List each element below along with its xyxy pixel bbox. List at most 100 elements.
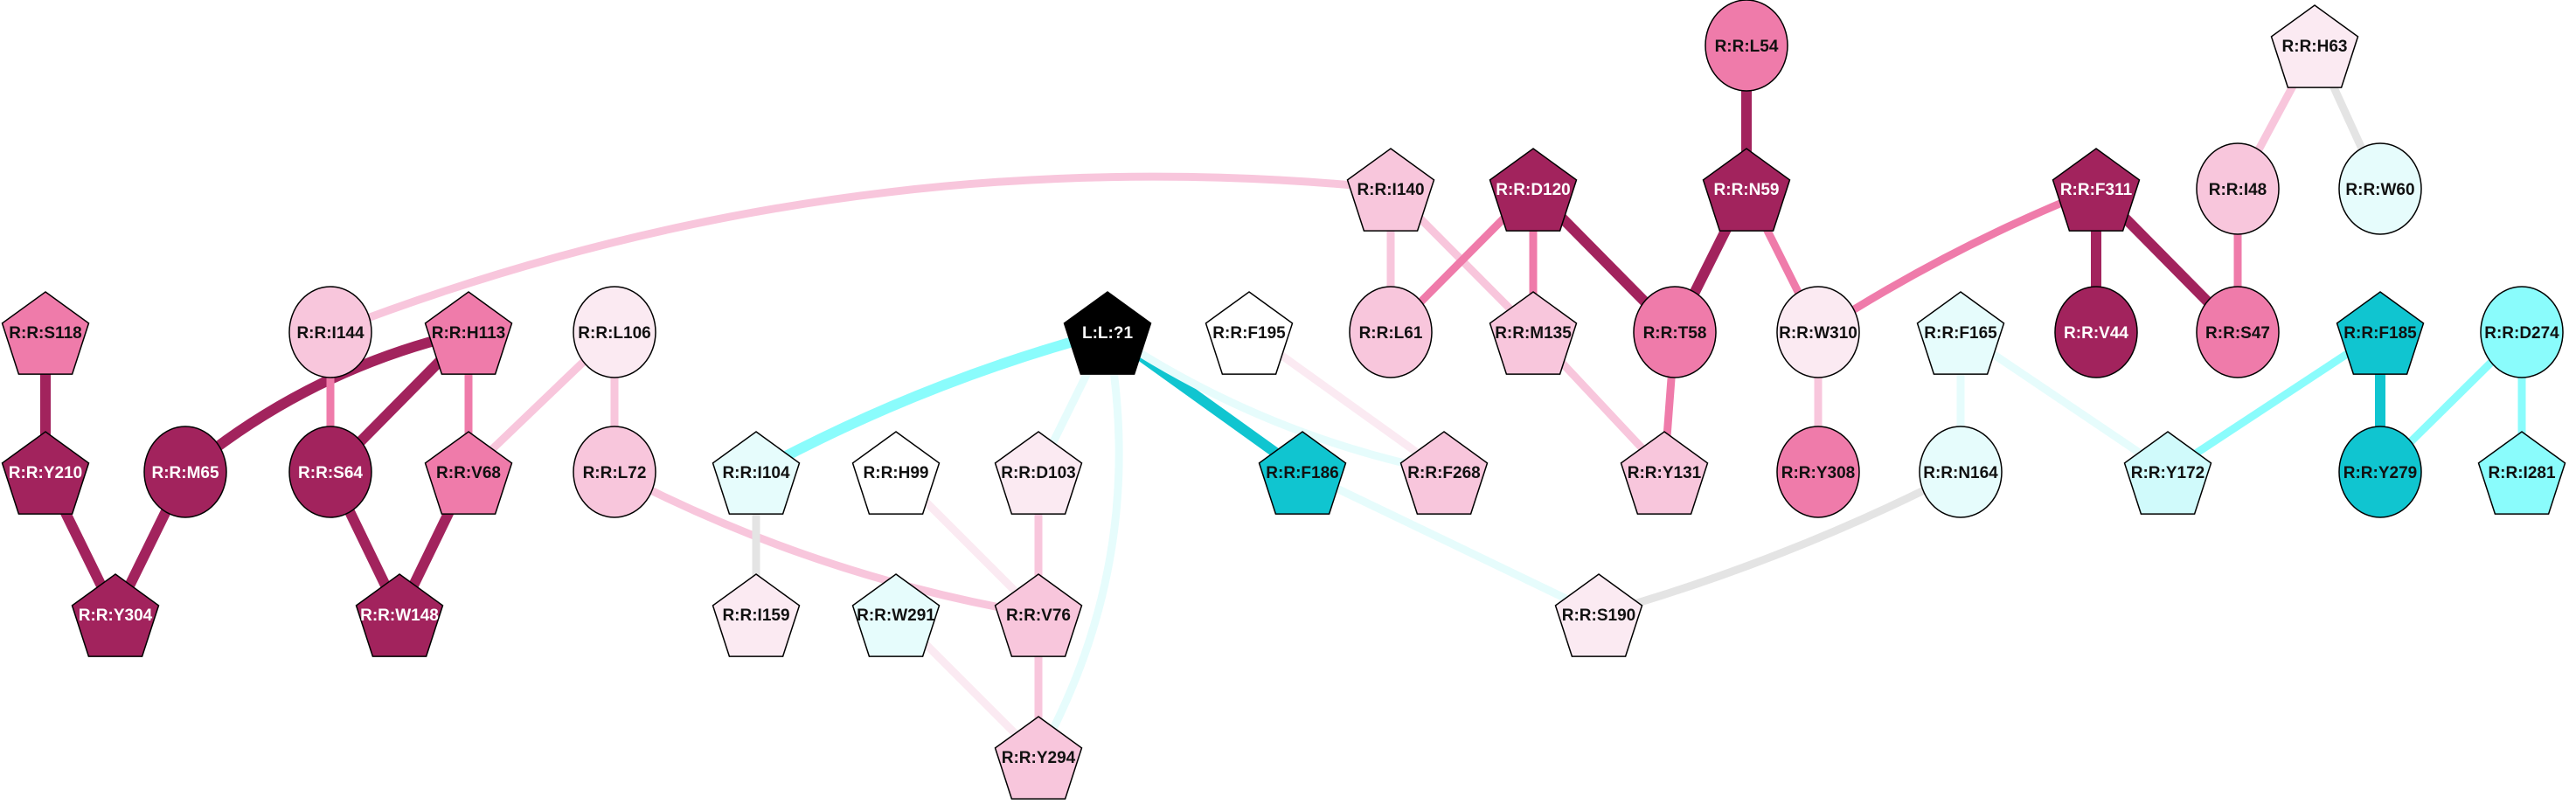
node-label: R:R:M135 (1495, 324, 1572, 343)
node-r-r-m65[interactable]: R:R:M65 (143, 426, 227, 518)
node-r-r-y210[interactable]: R:R:Y210 (1, 431, 90, 515)
node-r-r-t58[interactable]: R:R:T58 (1633, 286, 1717, 378)
node-pentagon-shape (2336, 291, 2425, 375)
node-label: R:R:D274 (2484, 324, 2559, 343)
node-r-r-l72[interactable]: R:R:L72 (573, 426, 656, 518)
node-label: R:R:W310 (1779, 324, 1857, 343)
node-label: R:R:S190 (1562, 606, 1635, 625)
node-label: R:R:M65 (151, 464, 219, 482)
node-r-r-s47[interactable]: R:R:S47 (2196, 286, 2280, 378)
node-pentagon-shape (712, 431, 801, 515)
node-label: R:R:S118 (9, 324, 81, 343)
node-label: R:R:D120 (1496, 181, 1571, 199)
node-label: R:R:H63 (2282, 38, 2348, 56)
edge-l-l-1-r-r-f268 (1105, 329, 1445, 476)
node-r-r-s118[interactable]: R:R:S118 (1, 291, 90, 375)
edge-l-l-1-r-r-i104 (753, 327, 1109, 477)
edge-r-r-l72-r-r-v76 (612, 468, 1039, 619)
node-label: R:R:F186 (1266, 464, 1338, 482)
node-circle-shape (1705, 0, 1788, 92)
node-pentagon-shape (71, 573, 160, 657)
node-r-r-s64[interactable]: R:R:S64 (288, 426, 372, 518)
node-circle-shape (2480, 286, 2564, 378)
node-pentagon-shape (712, 573, 801, 657)
node-pentagon-shape (424, 291, 513, 375)
node-r-r-f185[interactable]: R:R:F185 (2336, 291, 2425, 375)
node-r-r-i140[interactable]: R:R:I140 (1346, 148, 1435, 232)
node-r-r-i281[interactable]: R:R:I281 (2477, 431, 2566, 515)
node-r-r-y131[interactable]: R:R:Y131 (1620, 431, 1709, 515)
node-r-r-f268[interactable]: R:R:F268 (1399, 431, 1489, 515)
node-r-r-d120[interactable]: R:R:D120 (1489, 148, 1578, 232)
node-circle-shape (2196, 142, 2280, 235)
node-pentagon-shape (424, 431, 513, 515)
node-r-r-v44[interactable]: R:R:V44 (2054, 286, 2138, 378)
node-circle-shape (1633, 286, 1717, 378)
node-r-r-i104[interactable]: R:R:I104 (712, 431, 801, 515)
node-r-r-f311[interactable]: R:R:F311 (2052, 148, 2141, 232)
node-label: R:R:W60 (2345, 181, 2414, 199)
node-r-r-i48[interactable]: R:R:I48 (2196, 142, 2280, 235)
node-circle-shape (288, 286, 372, 378)
node-r-r-f165[interactable]: R:R:F165 (1916, 291, 2005, 375)
node-pentagon-shape (851, 431, 941, 515)
node-circle-shape (2338, 142, 2422, 235)
node-r-r-n59[interactable]: R:R:N59 (1702, 148, 1791, 232)
node-r-r-y172[interactable]: R:R:Y172 (2123, 431, 2212, 515)
node-r-r-w291[interactable]: R:R:W291 (851, 573, 941, 657)
node-r-r-h63[interactable]: R:R:H63 (2270, 4, 2359, 88)
node-label: R:R:F195 (1212, 324, 1286, 343)
node-label: R:R:Y304 (79, 606, 153, 625)
node-circle-shape (143, 426, 227, 518)
node-label: R:R:F185 (2343, 324, 2417, 343)
node-r-r-s190[interactable]: R:R:S190 (1554, 573, 1643, 657)
node-r-r-d274[interactable]: R:R:D274 (2480, 286, 2564, 378)
node-circle-shape (2338, 426, 2422, 518)
node-circle-shape (1349, 286, 1433, 378)
node-r-r-l54[interactable]: R:R:L54 (1705, 0, 1788, 92)
node-pentagon-shape (2052, 148, 2141, 232)
node-pentagon-shape (2270, 4, 2359, 88)
node-r-r-h99[interactable]: R:R:H99 (851, 431, 941, 515)
node-circle-shape (1776, 426, 1860, 518)
node-r-r-i144[interactable]: R:R:I144 (288, 286, 372, 378)
node-r-r-y304[interactable]: R:R:Y304 (71, 573, 160, 657)
node-pentagon-shape (1063, 291, 1152, 375)
node-l-l-1[interactable]: L:L:?1 (1063, 291, 1152, 375)
node-r-r-h113[interactable]: R:R:H113 (424, 291, 513, 375)
node-r-r-i159[interactable]: R:R:I159 (712, 573, 801, 657)
node-r-r-w148[interactable]: R:R:W148 (355, 573, 444, 657)
node-r-r-w310[interactable]: R:R:W310 (1776, 286, 1860, 378)
node-pentagon-shape (2123, 431, 2212, 515)
node-r-r-n164[interactable]: R:R:N164 (1919, 426, 2003, 518)
node-r-r-v76[interactable]: R:R:V76 (994, 573, 1083, 657)
node-label: R:R:S64 (298, 464, 363, 482)
node-r-r-y279[interactable]: R:R:Y279 (2338, 426, 2422, 518)
node-label: R:R:F311 (2060, 181, 2133, 199)
node-label: R:R:D103 (1001, 464, 1076, 482)
node-label: R:R:V68 (436, 464, 501, 482)
node-r-r-l61[interactable]: R:R:L61 (1349, 286, 1433, 378)
node-r-r-y294[interactable]: R:R:Y294 (994, 716, 1083, 800)
node-r-r-f195[interactable]: R:R:F195 (1205, 291, 1294, 375)
node-r-r-l106[interactable]: R:R:L106 (573, 286, 656, 378)
node-label: R:R:H99 (864, 464, 929, 482)
edge-l-l-1-r-r-y294 (1035, 331, 1123, 759)
node-r-r-m135[interactable]: R:R:M135 (1489, 291, 1578, 375)
node-pentagon-shape (355, 573, 444, 657)
node-r-r-w60[interactable]: R:R:W60 (2338, 142, 2422, 235)
node-r-r-d103[interactable]: R:R:D103 (994, 431, 1083, 515)
node-r-r-v68[interactable]: R:R:V68 (424, 431, 513, 515)
node-pentagon-shape (1620, 431, 1709, 515)
node-r-r-y308[interactable]: R:R:Y308 (1776, 426, 1860, 518)
node-label: R:R:H113 (432, 324, 505, 343)
node-pentagon-shape (1916, 291, 2005, 375)
node-circle-shape (2196, 286, 2280, 378)
node-r-r-f186[interactable]: R:R:F186 (1258, 431, 1347, 515)
node-label: R:R:Y172 (2131, 464, 2205, 482)
node-label: R:R:Y308 (1781, 464, 1855, 482)
node-label: R:R:L72 (583, 464, 647, 482)
node-circle-shape (288, 426, 372, 518)
